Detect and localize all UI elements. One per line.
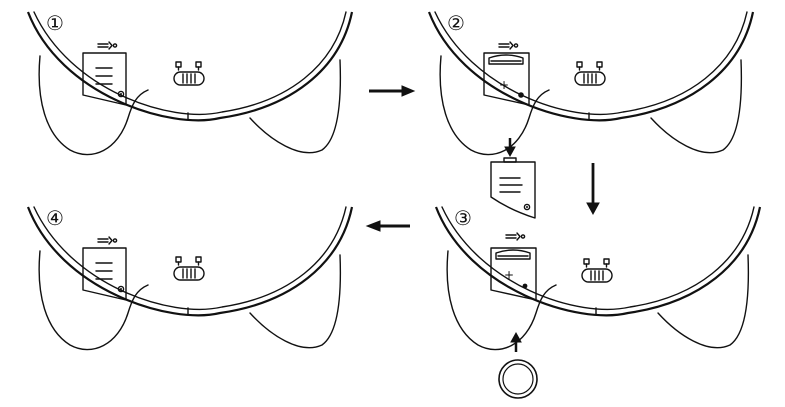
- battery-cover-closed: [82, 52, 127, 106]
- slide-switch: [581, 258, 613, 283]
- step-3-number: ③: [454, 206, 472, 230]
- step-3-panel: ③ +: [434, 205, 762, 351]
- slide-switch: [173, 61, 205, 86]
- removed-battery-cover: [490, 157, 536, 219]
- battery-polarity-mark: +: [499, 78, 509, 92]
- battery-compartment: [490, 247, 537, 301]
- slide-switch: [173, 256, 205, 281]
- screw-icon: [518, 92, 524, 98]
- battery-polarity-mark: +: [504, 268, 514, 282]
- battery-arrow-up: [510, 331, 522, 352]
- open-arrow-label-icon: [498, 41, 519, 50]
- flow-arrow-right: [369, 85, 416, 97]
- device-body: [427, 10, 755, 156]
- slide-switch: [574, 61, 606, 86]
- step-1-panel: ①: [26, 10, 354, 156]
- step-2-panel: ② +: [427, 10, 755, 156]
- flow-arrow-left: [365, 220, 410, 232]
- screw-icon: [522, 283, 528, 289]
- open-arrow-label-icon: [97, 236, 118, 245]
- battery-compartment: [483, 52, 530, 106]
- cover-arrow-down: [504, 138, 516, 158]
- battery-cover-closed: [82, 247, 127, 301]
- open-arrow-label-icon: [97, 41, 118, 50]
- open-arrow-label-icon: [505, 232, 526, 241]
- device-body: [26, 10, 354, 156]
- coin-battery-icon: [498, 359, 538, 399]
- step-1-number: ①: [46, 11, 64, 35]
- step-4-panel: ④: [26, 205, 354, 351]
- flow-arrow-down: [586, 163, 600, 216]
- device-body: [26, 205, 354, 351]
- step-4-number: ④: [46, 206, 64, 230]
- step-2-number: ②: [447, 11, 465, 35]
- battery-clip: [488, 54, 524, 65]
- device-body: [434, 205, 762, 351]
